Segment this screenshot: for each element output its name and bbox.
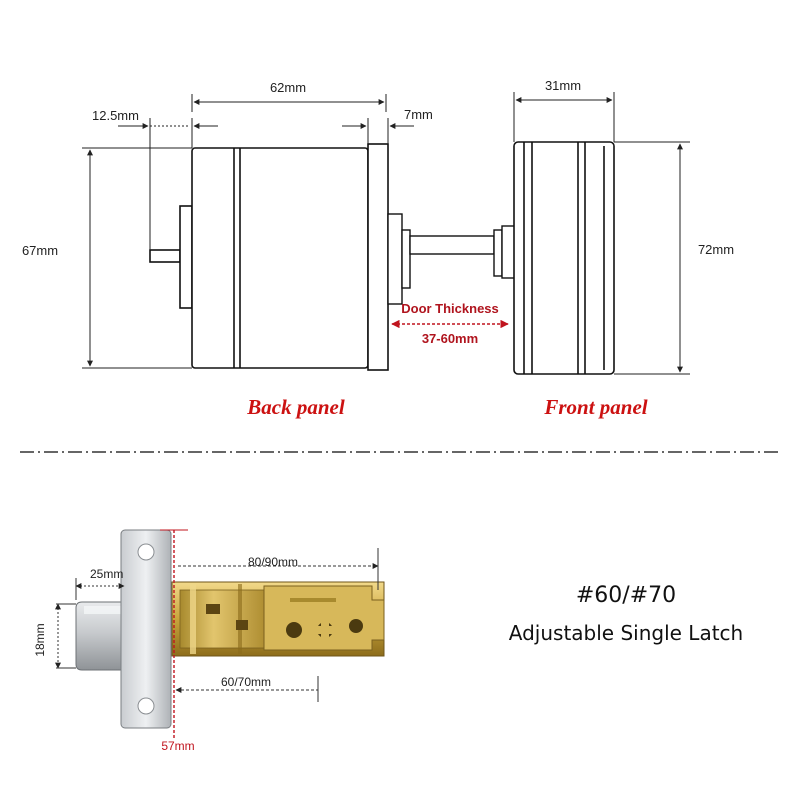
latch-length-label: 80/90mm xyxy=(248,555,298,569)
dimension-lines xyxy=(82,92,690,375)
latch-backset-label: 60/70mm xyxy=(221,675,271,689)
latch-drawing xyxy=(75,529,385,729)
front-panel-label: Front panel xyxy=(543,395,647,419)
bolt-length-label: 25mm xyxy=(90,567,123,581)
back-offset-label: 12.5mm xyxy=(92,108,139,123)
bolt-height-label: 18mm xyxy=(33,623,47,656)
back-panel-drawing xyxy=(149,143,389,371)
front-width-label: 31mm xyxy=(545,78,581,93)
back-height-label: 67mm xyxy=(22,243,58,258)
latch-description: Adjustable Single Latch xyxy=(509,621,743,645)
door-thickness-indicator: Door Thickness 37-60mm xyxy=(391,301,509,346)
back-panel-label: Back panel xyxy=(246,395,345,419)
back-width-label: 62mm xyxy=(270,80,306,95)
door-thickness-label: Door Thickness xyxy=(401,301,499,316)
front-height-label: 72mm xyxy=(698,242,734,257)
front-panel-drawing xyxy=(513,141,615,375)
spindle-drawing xyxy=(387,213,517,305)
latch-dimension-lines xyxy=(55,548,379,702)
door-thickness-range: 37-60mm xyxy=(422,331,478,346)
plate-thickness-label: 7mm xyxy=(404,107,433,122)
latch-model: #60/#70 xyxy=(576,583,676,608)
plate-height-label: 57mm xyxy=(161,739,194,753)
